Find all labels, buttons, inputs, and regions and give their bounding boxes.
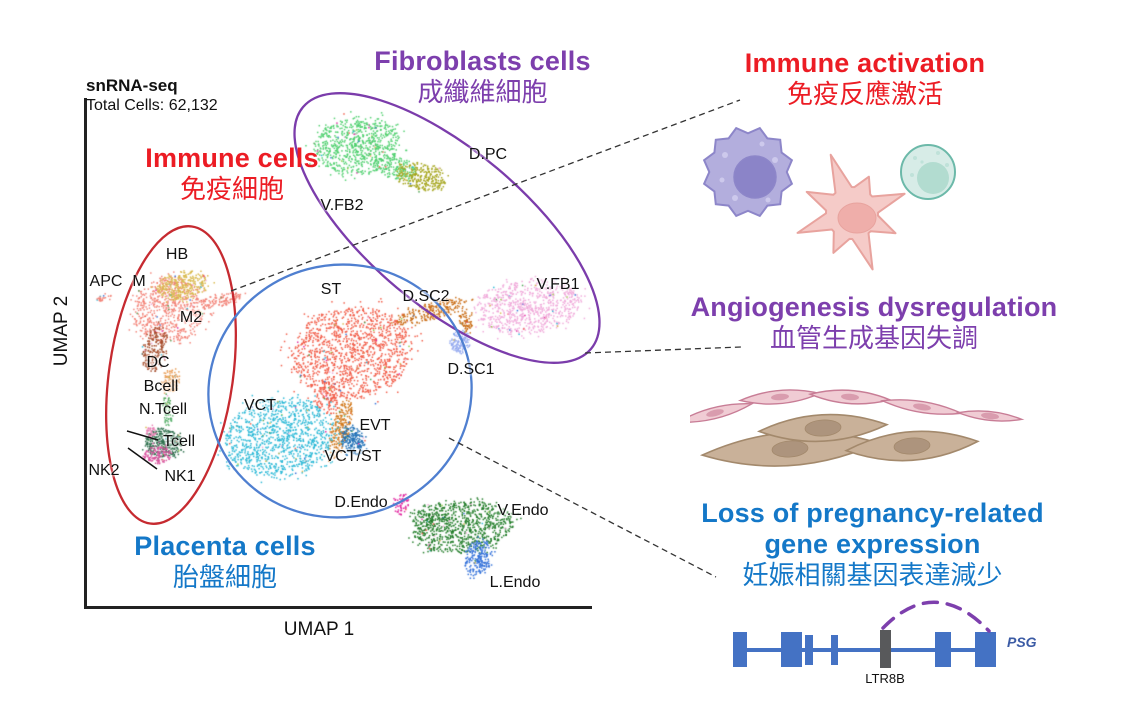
endothelial-nucleus-4 — [981, 412, 999, 420]
cluster-label-d-pc: D.PC — [468, 146, 508, 163]
annotation-immune-activation-title: Immune activation — [744, 48, 986, 78]
cluster-label-d-endo: D.Endo — [334, 494, 388, 511]
group-label-placenta-cells-en: Placenta cells — [134, 531, 316, 561]
group-label-placenta-cells: Placenta cells 胎盤細胞 — [110, 531, 340, 593]
cluster-label-evt: EVT — [359, 417, 391, 434]
annotation-angiogenesis-title: Angiogenesis dysregulation — [690, 292, 1058, 322]
cluster-label-tcell: Tcell — [162, 433, 196, 450]
group-label-immune-cells: Immune cells 免疫細胞 — [103, 143, 361, 205]
cluster-label-m2: M2 — [179, 309, 203, 326]
cluster-label-vct: VCT — [244, 397, 276, 414]
endothelial-cells-icon — [690, 389, 1025, 423]
cluster-label-st: ST — [320, 281, 342, 298]
dendritic-cell-nucleus — [837, 202, 877, 234]
psg-gene-label: PSG — [1007, 634, 1037, 650]
cluster-label-vct-st: VCT/ST — [324, 448, 382, 465]
plot-title: snRNA-seq — [86, 76, 178, 95]
immune-cells-illustration — [702, 126, 956, 271]
annotation-immune-activation-subtitle: 免疫反應激活 — [786, 79, 943, 109]
cluster-label-m: M — [132, 273, 146, 290]
annotation-pregnancy-genes-title1: Loss of pregnancy-related — [701, 498, 1044, 528]
angiogenesis-illustration — [690, 389, 1025, 467]
group-label-placenta-cells-zh: 胎盤細胞 — [172, 562, 277, 592]
endothelial-nucleus-2 — [841, 393, 859, 401]
gene-locus-diagram: LTR8B PSG — [733, 600, 1037, 686]
group-label-immune-cells-zh: 免疫細胞 — [179, 174, 284, 204]
cluster-label-v-fb1: V.FB1 — [536, 276, 580, 293]
annotation-pregnancy-genes: Loss of pregnancy-related gene expressio… — [685, 498, 1060, 591]
cluster-label-dc: DC — [146, 354, 170, 371]
mesenchymal-nucleus-1 — [804, 419, 842, 437]
cluster-label-n-tcell: N.Tcell — [138, 401, 188, 418]
cluster-label-hb: HB — [165, 246, 189, 263]
y-axis-label: UMAP 2 — [51, 295, 72, 367]
x-axis-line — [84, 606, 592, 609]
endothelial-nucleus-1 — [771, 393, 789, 401]
lymphocyte-granules — [910, 151, 949, 177]
cluster-label-l-endo: L.Endo — [489, 574, 541, 591]
cluster-label-nk1: NK1 — [164, 468, 196, 485]
annotation-angiogenesis-subtitle: 血管生成基因失調 — [769, 323, 978, 353]
y-axis-line — [84, 98, 87, 608]
gene-exons — [733, 632, 996, 667]
x-axis-label: UMAP 1 — [283, 619, 355, 640]
cluster-label-apc: APC — [89, 273, 123, 290]
cluster-label-v-endo: V.Endo — [497, 502, 549, 519]
mesenchymal-nucleus-0 — [771, 440, 809, 458]
annotation-pregnancy-genes-title2: gene expression — [764, 529, 981, 559]
group-label-fibroblasts-cells: Fibroblasts cells 成纖維細胞 — [350, 46, 615, 108]
cluster-label-bcell: Bcell — [143, 378, 179, 395]
group-label-immune-cells-en: Immune cells — [145, 143, 319, 173]
lymphocyte-nucleus — [917, 162, 949, 194]
endothelial-nucleus-3 — [913, 403, 931, 411]
cluster-label-nk2: NK2 — [88, 462, 120, 479]
enhancer-loop-arc — [881, 600, 991, 633]
endothelial-nucleus-0 — [706, 409, 724, 417]
macrophage-nucleus — [733, 155, 777, 199]
group-label-fibroblasts-cells-en: Fibroblasts cells — [374, 46, 591, 76]
mesenchymal-cells-icon — [699, 413, 980, 467]
mesenchymal-nucleus-2 — [893, 437, 931, 455]
cluster-label-d-sc1: D.SC1 — [447, 361, 495, 378]
total-cells-label: Total Cells: 62,132 — [86, 97, 218, 114]
annotation-angiogenesis: Angiogenesis dysregulation 血管生成基因失調 — [658, 292, 1090, 354]
cluster-label-d-sc2: D.SC2 — [402, 288, 450, 305]
ltr8b-label: LTR8B — [865, 671, 905, 686]
annotation-immune-activation: Immune activation 免疫反應激活 — [700, 48, 1030, 110]
annotation-pregnancy-genes-subtitle: 妊娠相關基因表達減少 — [742, 560, 1003, 590]
ltr8b-element-box — [880, 630, 891, 668]
group-label-fibroblasts-cells-zh: 成纖維細胞 — [417, 77, 548, 107]
